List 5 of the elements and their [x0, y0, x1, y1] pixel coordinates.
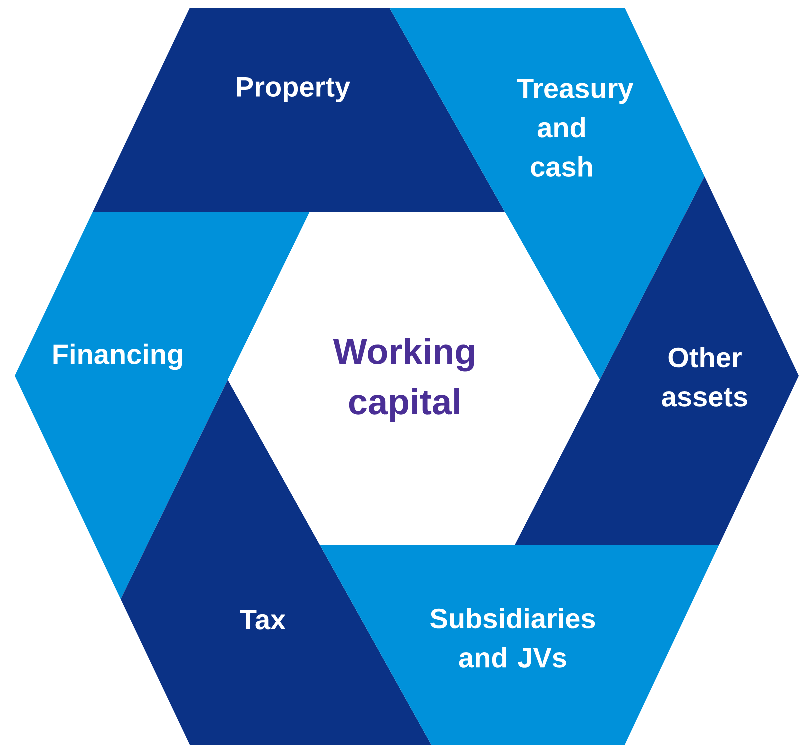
hexagon-segment: Other assets: [515, 176, 799, 545]
center-hexagon: Working capital: [228, 212, 600, 545]
hexagon-segment: Financing: [15, 212, 310, 600]
hexagon-segment: Subsidiaries and JVs: [320, 545, 720, 745]
hexagon-segment: Property: [93, 8, 505, 212]
